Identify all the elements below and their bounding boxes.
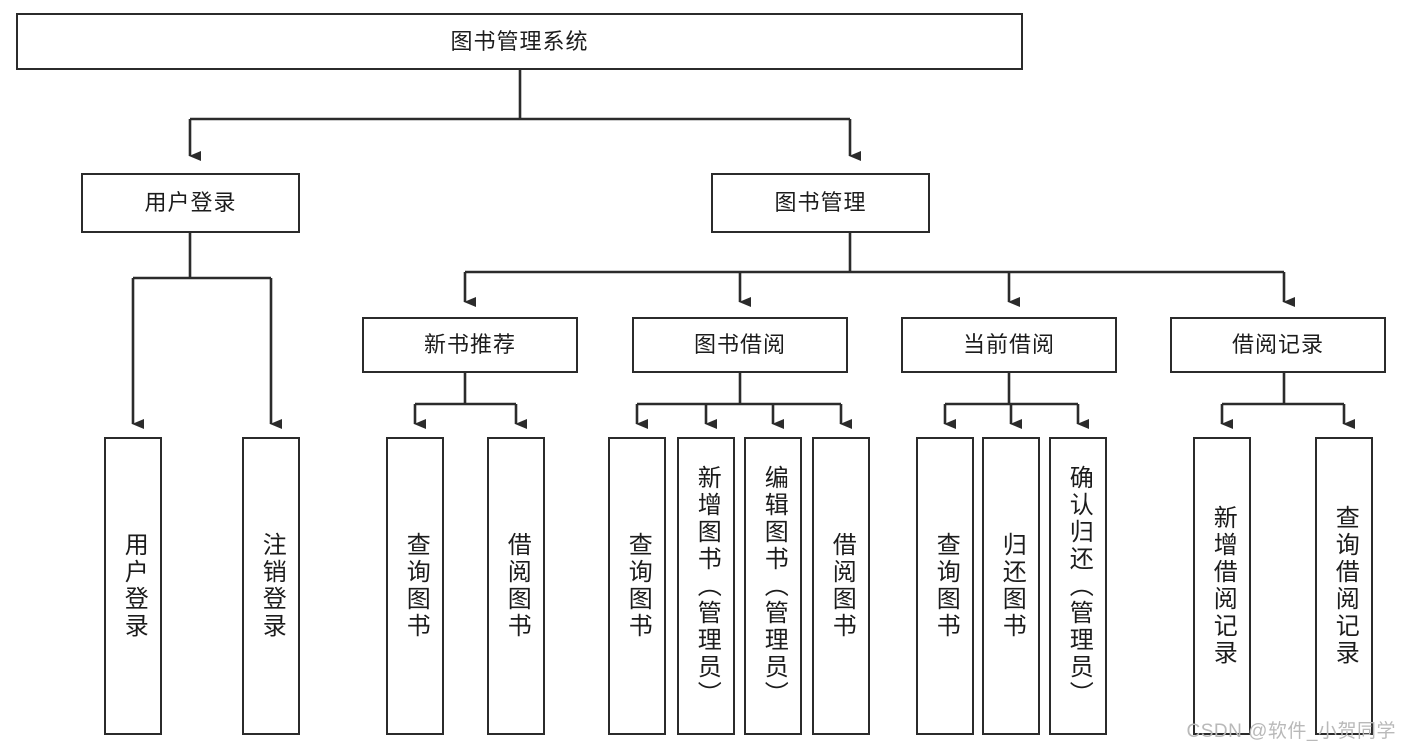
leaf-book-borrow-4-label: 借阅图书 xyxy=(828,532,856,640)
leaf-current-borrow-2-label: 归还图书 xyxy=(998,532,1026,640)
leaf-new-book-2[interactable]: 借阅图书 xyxy=(487,437,545,735)
leaf-book-borrow-3-label: 编辑图书（管理员） xyxy=(760,464,788,708)
node-borrow-record-label: 借阅记录 xyxy=(1231,332,1324,358)
node-user-login[interactable]: 用户登录 xyxy=(81,173,300,233)
leaf-current-borrow-1-label: 查询图书 xyxy=(932,532,960,640)
leaf-current-borrow-3[interactable]: 确认归还（管理员） xyxy=(1049,437,1107,735)
leaf-current-borrow-3-label: 确认归还（管理员） xyxy=(1065,464,1093,708)
leaf-book-borrow-2-label: 新增图书（管理员） xyxy=(693,464,721,708)
node-book-borrow-label: 图书借阅 xyxy=(693,332,786,358)
leaf-book-borrow-2[interactable]: 新增图书（管理员） xyxy=(677,437,735,735)
leaf-new-book-2-label: 借阅图书 xyxy=(503,532,531,640)
leaf-borrow-record-1[interactable]: 新增借阅记录 xyxy=(1193,437,1251,735)
node-book-borrow[interactable]: 图书借阅 xyxy=(632,317,848,373)
leaf-user-login-1-label: 用户登录 xyxy=(120,532,148,640)
node-new-book-recommend[interactable]: 新书推荐 xyxy=(362,317,578,373)
node-user-login-label: 用户登录 xyxy=(144,190,237,216)
node-root-label: 图书管理系统 xyxy=(450,28,589,54)
leaf-current-borrow-2[interactable]: 归还图书 xyxy=(982,437,1040,735)
node-book-manage-label: 图书管理 xyxy=(774,190,867,216)
leaf-user-login-1[interactable]: 用户登录 xyxy=(104,437,162,735)
node-new-book-recommend-label: 新书推荐 xyxy=(423,332,516,358)
leaf-user-login-2-label: 注销登录 xyxy=(258,532,286,640)
leaf-book-borrow-3[interactable]: 编辑图书（管理员） xyxy=(744,437,802,735)
watermark-text: CSDN @软件_小贺同学 xyxy=(1186,721,1396,742)
leaf-borrow-record-2-label: 查询借阅记录 xyxy=(1331,505,1359,667)
leaf-new-book-1-label: 查询图书 xyxy=(402,532,430,640)
node-current-borrow[interactable]: 当前借阅 xyxy=(901,317,1117,373)
leaf-new-book-1[interactable]: 查询图书 xyxy=(386,437,444,735)
node-book-manage[interactable]: 图书管理 xyxy=(711,173,930,233)
node-root[interactable]: 图书管理系统 xyxy=(16,13,1023,70)
node-current-borrow-label: 当前借阅 xyxy=(962,332,1055,358)
leaf-book-borrow-1[interactable]: 查询图书 xyxy=(608,437,666,735)
leaf-book-borrow-1-label: 查询图书 xyxy=(624,532,652,640)
leaf-borrow-record-2[interactable]: 查询借阅记录 xyxy=(1315,437,1373,735)
leaf-book-borrow-4[interactable]: 借阅图书 xyxy=(812,437,870,735)
leaf-current-borrow-1[interactable]: 查询图书 xyxy=(916,437,974,735)
leaf-borrow-record-1-label: 新增借阅记录 xyxy=(1209,505,1237,667)
leaf-user-login-2[interactable]: 注销登录 xyxy=(242,437,300,735)
node-borrow-record[interactable]: 借阅记录 xyxy=(1170,317,1386,373)
